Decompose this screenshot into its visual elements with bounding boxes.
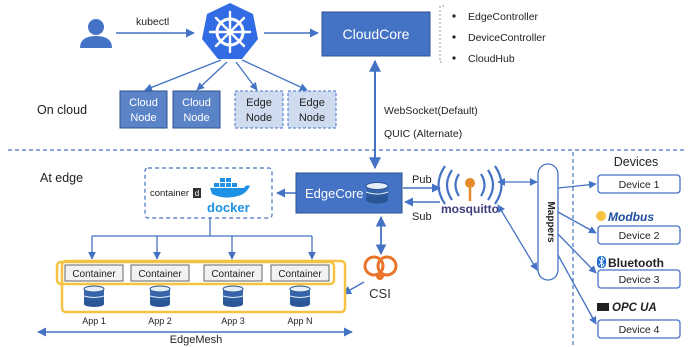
cloudcore-label: CloudCore (343, 26, 410, 42)
csi-text: CSI (369, 286, 391, 301)
at-edge-label: At edge (40, 171, 83, 185)
container-box-2 (130, 264, 190, 282)
app-column-2: Container App 2 (130, 264, 190, 326)
device-1: Device 1 (597, 174, 681, 194)
containerd-logo: container d (150, 188, 201, 199)
sub-label: Sub (412, 211, 432, 223)
container-box-4 (270, 264, 330, 282)
mappers-label: Mappers (545, 201, 556, 243)
cloud-node-2: Cloud Node (172, 90, 221, 129)
svg-text:Bluetooth: Bluetooth (608, 256, 664, 270)
component-edgecontroller: EdgeController (468, 11, 539, 23)
mappers-to-devices-arrows (557, 180, 597, 325)
user-icon (80, 19, 112, 48)
component-devicecontroller: DeviceController (468, 32, 546, 44)
bluetooth-logo: Bluetooth (597, 256, 664, 270)
cloudcore-box (321, 11, 431, 57)
edgemesh-label: EdgeMesh (170, 334, 223, 346)
pub-label: Pub (412, 174, 432, 186)
app-column-3: Container App 3 (203, 264, 263, 326)
protocol-quic: QUIC (Alternate) (384, 128, 462, 140)
container-box-3 (203, 264, 263, 282)
runtime-to-apps-tree (88, 218, 316, 260)
svg-text:container: container (150, 188, 189, 199)
device-3: Bluetooth Device 3 (597, 256, 681, 289)
svg-text:OPC UA: OPC UA (612, 302, 657, 314)
app-column-1: Container App 1 (64, 264, 124, 326)
app-label-2: App 2 (148, 316, 172, 326)
edge-node-1: Edge Node (234, 90, 284, 129)
container-runtime-box (144, 167, 273, 219)
container-label-3: Container (211, 269, 255, 280)
container-label-1: Container (72, 269, 116, 280)
docker-logo: docker (207, 178, 250, 215)
devices-title: Devices (614, 155, 658, 169)
node-1-line2: Node (130, 112, 156, 124)
node-2-line1: Cloud (182, 97, 211, 109)
device-4: OPC UA Device 4 (597, 302, 681, 339)
components-bracket (439, 5, 444, 63)
on-cloud-label: On cloud (37, 103, 87, 117)
k8s-to-nodes-arrows (144, 59, 308, 92)
modbus-logo: Modbus (596, 210, 654, 224)
components-list: EdgeController DeviceController CloudHub (452, 11, 546, 65)
device-2-label: Device 2 (619, 230, 660, 242)
containers-highlight (55, 260, 336, 286)
device-2: Modbus Device 2 (596, 210, 681, 245)
node-2-line2: Node (183, 112, 209, 124)
node-3-line1: Edge (246, 97, 272, 109)
container-box-1 (64, 264, 124, 282)
container-label-4: Container (278, 269, 322, 280)
app-column-4: Container App N (270, 264, 330, 326)
container-label-2: Container (138, 269, 182, 280)
protocol-websocket: WebSocket(Default) (384, 105, 478, 117)
mosquitto-logo: mosquitto (437, 165, 503, 216)
mosquitto-text: mosquitto (441, 202, 499, 216)
app-label-4: App N (287, 316, 312, 326)
svg-text:Modbus: Modbus (608, 210, 654, 224)
cloud-node-1: Cloud Node (119, 90, 168, 129)
csi-logo: CSI (363, 255, 398, 301)
device-4-label: Device 4 (619, 324, 660, 336)
kubectl-label: kubectl (136, 16, 169, 28)
app-label-3: App 3 (221, 316, 245, 326)
node-4-line2: Node (299, 112, 325, 124)
node-3-line2: Node (246, 112, 272, 124)
edge-node-2: Edge Node (287, 90, 337, 129)
device-3-label: Device 3 (619, 274, 660, 286)
edgecore-label: EdgeCore (305, 186, 364, 201)
kubernetes-icon (202, 3, 258, 59)
csi-to-apps-arrow (342, 281, 365, 295)
edgecore-database-icon (365, 182, 389, 204)
mappers-box (537, 163, 559, 281)
broker-to-mappers-arrows (497, 178, 538, 271)
node-4-line1: Edge (299, 97, 325, 109)
app-label-1: App 1 (82, 316, 106, 326)
opc-ua-logo: OPC UA (597, 302, 657, 314)
component-cloudhub: CloudHub (468, 53, 515, 65)
node-1-line1: Cloud (129, 97, 158, 109)
svg-text:d: d (195, 189, 199, 198)
device-1-label: Device 1 (619, 179, 660, 191)
docker-text: docker (207, 200, 250, 215)
